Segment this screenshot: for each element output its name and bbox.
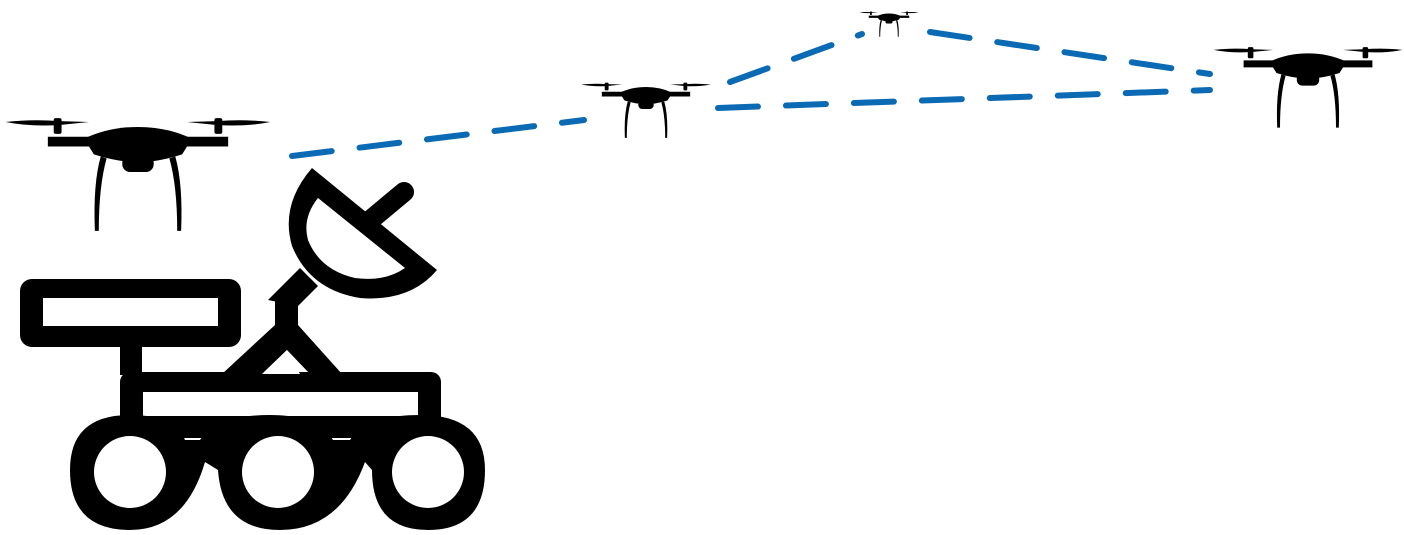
rover-icon	[20, 168, 485, 530]
link-drone3-drone4	[927, 29, 1213, 77]
rover-wheel-3	[392, 436, 464, 508]
satellite-dish-icon	[288, 168, 437, 299]
rover-antenna	[222, 268, 342, 374]
drone-icon	[859, 11, 919, 37]
rover-wheels	[70, 415, 485, 530]
drone-icon	[1213, 47, 1403, 128]
link-drone2-drone4	[715, 87, 1213, 111]
link-drone1-drone2	[289, 117, 587, 159]
rover-wheel-1	[94, 436, 166, 508]
rover-wheel-2	[242, 436, 314, 508]
drone-icon	[581, 82, 711, 138]
link-drone2-drone3	[727, 31, 865, 85]
link-lines	[289, 29, 1213, 159]
drone-icon	[5, 118, 271, 231]
